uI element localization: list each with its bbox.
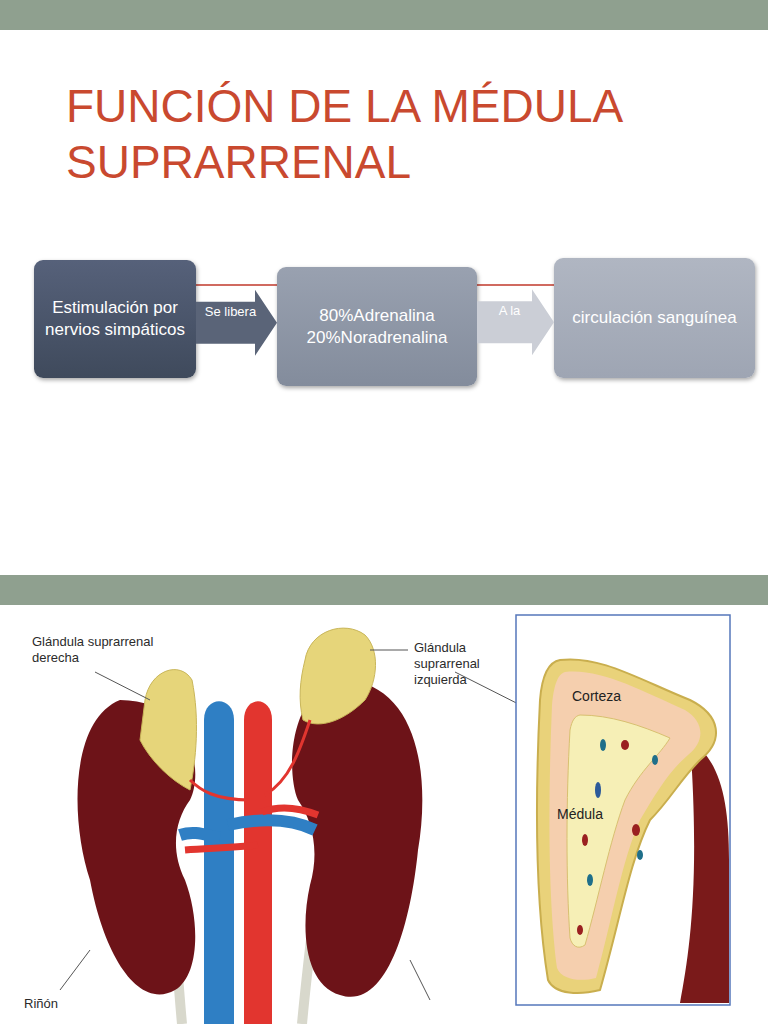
vessel — [582, 834, 588, 846]
part-label: Glándula suprarrenal derecha — [32, 634, 172, 666]
adrenal-artery — [190, 780, 250, 800]
corteza-zone — [549, 672, 700, 980]
vessel — [577, 925, 583, 935]
renal-artery — [185, 845, 258, 850]
vessel — [621, 740, 629, 750]
kidney — [292, 680, 422, 997]
vessel — [595, 782, 601, 798]
vena-cava — [204, 701, 234, 1024]
vessel — [637, 850, 643, 860]
box-text: circulación sanguínea — [572, 307, 736, 329]
leader-line — [410, 960, 430, 1000]
vessel — [652, 755, 658, 765]
process-box: circulación sanguínea — [554, 258, 755, 378]
vessel — [632, 824, 640, 836]
box-text: 80%Adrenalina 20%Noradrenalina — [287, 305, 467, 349]
box-text-group: circulación sanguínea — [572, 307, 736, 329]
box-text: Estimulación por nervios simpáticos — [44, 297, 186, 341]
renal-vein — [180, 833, 220, 838]
block-arrow — [196, 290, 277, 356]
leader-line — [95, 672, 150, 700]
process-box: Estimulación por nervios simpáticos — [34, 260, 196, 378]
block-arrow — [477, 289, 554, 355]
part-label: Médula — [557, 806, 627, 822]
renal-vein — [228, 820, 315, 830]
arrow-label: Se libera — [198, 304, 263, 319]
aorta — [244, 701, 272, 1024]
gland-capsule — [537, 659, 716, 993]
middle-band — [0, 575, 768, 605]
adrenal-gland — [300, 628, 375, 724]
slide-title: FUNCIÓN DE LA MÉDULA SUPRARRENAL — [66, 78, 726, 190]
medula-zone — [567, 715, 670, 947]
part-label: Corteza — [572, 688, 652, 704]
kidney-section — [680, 740, 729, 1003]
process-box: 80%Adrenalina 20%Noradrenalina — [277, 267, 477, 386]
vessel — [587, 874, 593, 886]
leader-line — [370, 650, 408, 651]
renal-artery — [262, 808, 318, 815]
part-label: Riñón — [24, 996, 84, 1012]
adrenal-gland — [140, 670, 196, 790]
vessel — [600, 739, 606, 751]
box-text-group: Estimulación por nervios simpáticos — [44, 297, 186, 341]
box-text-group: 80%Adrenalina 20%Noradrenalina — [287, 305, 467, 349]
inset-frame — [516, 615, 730, 1005]
top-band — [0, 0, 768, 30]
arrow-label: A la — [479, 303, 540, 318]
adrenal-artery — [265, 720, 310, 795]
leader-line — [60, 950, 90, 990]
part-label: Glándula suprarrenal izquierda — [414, 640, 506, 688]
